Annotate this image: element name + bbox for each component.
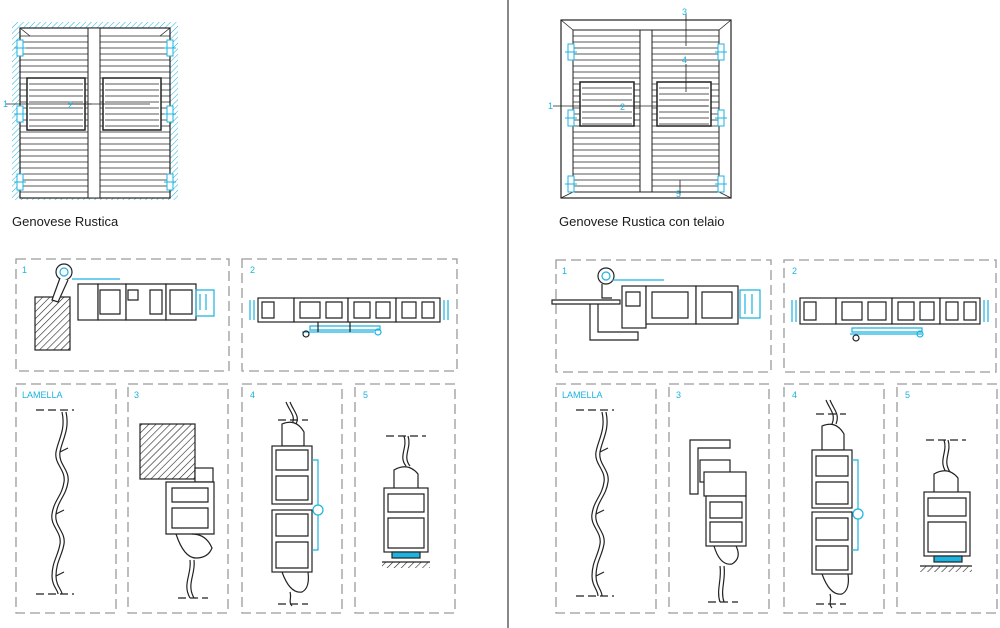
right-title: Genovese Rustica con telaio	[559, 214, 725, 229]
section-box-lamella	[15, 383, 117, 614]
section-label-5: 5	[905, 390, 910, 400]
right-panel: 1 2 3 4 5 1 2 LAMELLA 3 4 5	[548, 7, 998, 614]
left-elevation: 1 2	[3, 22, 178, 200]
elevation-callout-2: 2	[68, 100, 73, 110]
section-box-5	[354, 383, 456, 614]
elevation-callout-4: 4	[682, 55, 687, 65]
section-label-4: 4	[792, 390, 797, 400]
section-box-5	[896, 383, 998, 614]
elevation-callout-2: 2	[620, 102, 625, 112]
section-label-3: 3	[676, 390, 681, 400]
section-2-drawing	[791, 297, 989, 342]
left-panel: 1 2 1 2 LAMELLA 3 4 5	[3, 22, 458, 614]
section-box-4	[783, 383, 885, 614]
section-box-4	[241, 383, 343, 614]
section-2-drawing	[249, 297, 449, 338]
section-box-2	[783, 259, 997, 373]
section-label-lamella: LAMELLA	[562, 390, 603, 400]
section-5-drawing	[382, 435, 430, 568]
section-label-1: 1	[22, 265, 27, 275]
section-1-drawing	[551, 267, 761, 341]
section-box-1	[555, 259, 772, 373]
section-box-2	[241, 258, 458, 372]
section-label-3: 3	[134, 390, 139, 400]
lamella-drawing	[576, 409, 614, 597]
section-1-drawing	[34, 263, 215, 351]
right-elevation: 1 2 3 4 5	[548, 7, 732, 199]
left-title: Genovese Rustica	[12, 214, 119, 229]
elevation-callout-5: 5	[676, 189, 681, 199]
section-box-3	[127, 383, 229, 614]
section-label-2: 2	[792, 266, 797, 276]
section-label-4: 4	[250, 390, 255, 400]
section-box-3	[668, 383, 770, 614]
section-5-drawing	[920, 439, 972, 572]
section-label-1: 1	[562, 266, 567, 276]
section-box-lamella	[555, 383, 657, 614]
section-3-drawing	[139, 423, 215, 599]
section-4-drawing	[811, 399, 864, 609]
elevation-callout-1: 1	[3, 99, 8, 109]
section-label-5: 5	[363, 390, 368, 400]
section-3-drawing	[689, 439, 747, 603]
section-label-lamella: LAMELLA	[22, 390, 63, 400]
lamella-drawing	[36, 409, 74, 595]
section-4-drawing	[271, 401, 324, 607]
section-box-1	[15, 258, 230, 372]
elevation-callout-3: 3	[682, 7, 687, 17]
section-label-2: 2	[250, 265, 255, 275]
elevation-callout-1: 1	[548, 101, 553, 111]
